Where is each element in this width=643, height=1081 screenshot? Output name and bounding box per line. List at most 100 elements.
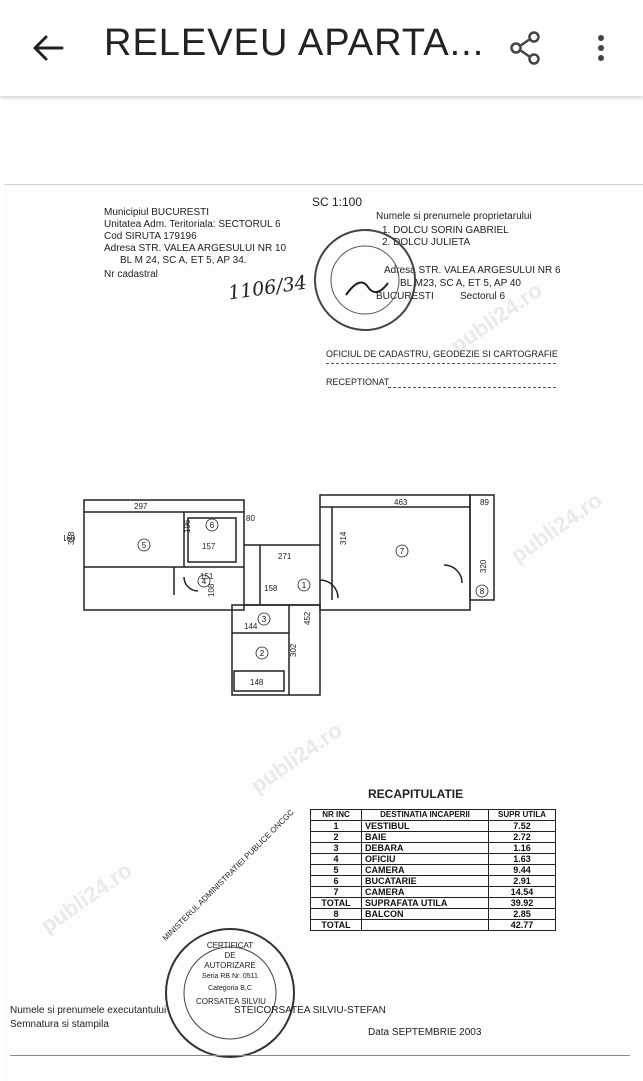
cell-nr: 3 [310, 842, 362, 854]
cell-area: 2.72 [488, 831, 556, 843]
document-date: Data SEPTEMBRIE 2003 [368, 1027, 482, 1038]
dim-89: 89 [480, 498, 489, 507]
cell-destination: VESTIBUL [361, 820, 489, 832]
cell-destination: DEBARA [361, 842, 489, 854]
watermark: publi24.ro [246, 717, 347, 798]
cell-destination: OFICIU [361, 853, 489, 865]
document-image[interactable]: publi24.ro publi24.ro publi24.ro publi24… [4, 184, 643, 1081]
cell-area: 2.91 [488, 875, 556, 887]
recap-title: RECAPITULATIE [368, 787, 464, 801]
owners-label: Numele si prenumele proprietarului [376, 211, 532, 222]
header-block: BL M 24, SC A, ET 5, AP 34. [120, 255, 247, 266]
stamp-line-4: Seria RB Nr. 0511 [202, 973, 258, 980]
dim-158: 158 [264, 584, 278, 593]
cell-destination: SUPRAFATA UTILA [361, 897, 489, 909]
dim-80: 80 [246, 514, 255, 523]
cell-nr: 6 [310, 875, 362, 887]
arrow-left-icon[interactable] [28, 28, 68, 68]
dim-144: 144 [244, 622, 258, 631]
cell-destination: BUCATARIE [361, 875, 489, 887]
room-1-label: 1 [302, 581, 307, 590]
executor-name: STEICORSATEA SILVIU-STEFAN [234, 1005, 386, 1016]
cell-destination [361, 919, 489, 931]
cell-nr: 4 [310, 853, 362, 865]
bottom-line [10, 1055, 630, 1056]
cell-area: 9.44 [488, 864, 556, 876]
header-area: SUPR UTILA [488, 809, 556, 821]
cell-destination: CAMERA [361, 886, 489, 898]
cell-nr: 8 [310, 908, 362, 920]
cell-nr: 2 [310, 831, 362, 843]
header-destination: DESTINATIA INCAPERII [361, 809, 489, 821]
dim-318: 318 [67, 531, 76, 545]
cell-area: 1.16 [488, 842, 556, 854]
owner-sector: Sectorul 6 [460, 291, 506, 302]
header-unit: Unitatea Adm. Teritoriala: SECTORUL 6 [104, 219, 281, 230]
dim-151: 151 [200, 572, 214, 581]
dim-157: 157 [202, 542, 216, 551]
room-4-label: 4 [202, 577, 207, 586]
owner-block: BL M23, SC A, ET 5, AP 40 [400, 278, 521, 289]
floor-plan: 297 318 196 157 151 108 158 271 463 314 … [64, 494, 495, 696]
owner-city: BUCURESTI [376, 291, 434, 302]
cell-nr: TOTAL [310, 897, 362, 909]
owner-address: Adresa STR. VALEA ARGESULUI NR 6 [384, 265, 561, 276]
authorization-stamp-icon [165, 928, 295, 1058]
dim-108: 108 [207, 583, 216, 597]
cell-nr: 1 [310, 820, 362, 832]
dim-463: 463 [394, 498, 408, 507]
dim-452: 452 [303, 611, 312, 625]
table-header-row: NR INC DESTINATIA INCAPERII SUPR UTILA [310, 809, 556, 821]
dim-196: 196 [183, 519, 192, 533]
executor-label: Numele si prenumele executantului [10, 1005, 167, 1016]
header-municipality: Municipiul BUCURESTI [104, 207, 210, 218]
dim-297: 297 [134, 502, 148, 511]
cell-area: 39.92 [488, 897, 556, 909]
owner-2: 2. DOLCU JULIETA [382, 237, 471, 248]
more-vertical-icon[interactable] [586, 28, 616, 68]
office-label: OFICIUL DE CADASTRU, GEODEZIE SI CARTOGR… [326, 349, 558, 359]
room-2-label: 2 [260, 649, 265, 658]
cell-area: 7.52 [488, 820, 556, 832]
cell-destination: BAIE [361, 831, 489, 843]
dim-148: 148 [250, 678, 264, 687]
cell-area: 14.54 [488, 886, 556, 898]
dim-314: 314 [339, 531, 348, 545]
header-siruta: Cod SIRUTA 179196 [104, 231, 197, 242]
share-icon[interactable] [506, 28, 546, 68]
stamp-line-5: Categoria B,C [208, 985, 252, 992]
owner-1: 1. DOLCU SORIN GABRIEL [382, 225, 509, 236]
content-spacer [0, 96, 643, 184]
cell-area: 1.63 [488, 853, 556, 865]
cell-nr: 5 [310, 864, 362, 876]
watermark: publi24.ro [36, 857, 137, 938]
cell-destination: BALCON [361, 908, 489, 920]
room-3-label: 3 [262, 615, 267, 624]
dim-320: 320 [479, 559, 488, 573]
page-title: RELEVEU APARTA... [104, 22, 485, 64]
room-5-label: 5 [142, 541, 147, 550]
stamp-line-6: CORSATEA SILVIU [196, 997, 266, 1006]
app-bar: RELEVEU APARTA... [0, 0, 643, 96]
cadastre-stamp-icon [314, 229, 416, 331]
dim-271: 271 [278, 552, 292, 561]
received-label: RECEPTIONAT [326, 377, 390, 387]
received-line [388, 387, 556, 388]
header-cadastral-label: Nr cadastral [104, 269, 158, 280]
cell-destination: CAMERA [361, 864, 489, 876]
header-nr: NR INC [310, 809, 362, 821]
signature-label: Semnatura si stampila [10, 1019, 109, 1030]
dim-160: 160 [64, 534, 76, 543]
scale-label: SC 1:100 [312, 195, 363, 209]
watermark: publi24.ro [446, 277, 547, 358]
header-address: Adresa STR. VALEA ARGESULUI NR 10 [104, 243, 287, 254]
